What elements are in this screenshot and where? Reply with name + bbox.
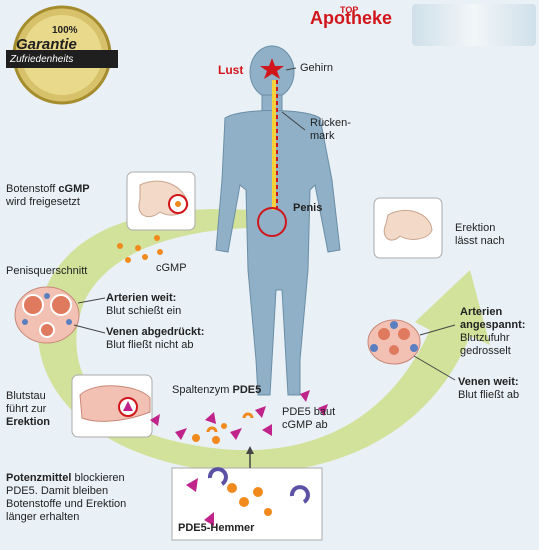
label-penisquerschnitt: Penisquerschnitt (6, 265, 88, 277)
label-botenstoff: Botenstoff cGMP (6, 183, 90, 195)
label-spaltenzym: Spaltenzym PDE5 (172, 384, 262, 396)
label-blutstau-3: Erektion (6, 416, 51, 428)
label-botenstoff-2: wird freigesetzt (6, 196, 80, 208)
label-venen-weit-text: Blut fließt ab (458, 389, 520, 401)
lust-star-icon (260, 58, 284, 79)
label-potenzmittel-1: Potenzmittel blockieren (6, 472, 125, 484)
enzyme-field (150, 390, 328, 444)
label-potenzmittel-2: PDE5. Damit bleiben (6, 485, 109, 497)
label-cgmp: cGMP (156, 262, 187, 274)
cycle-arrow (37, 209, 491, 473)
label-penis: Penis (293, 202, 323, 214)
label-blutstau-1: Blutstau (6, 390, 46, 402)
label-potenzmittel-4: länger erhalten (6, 511, 80, 523)
label-gehirn: Gehirn (300, 62, 334, 74)
release-box (126, 171, 196, 231)
cross-section-right (367, 319, 421, 365)
label-arterien-angespannt-2: angespannt: (460, 319, 526, 331)
hemmer-box (171, 467, 323, 541)
cross-section-left (14, 286, 80, 344)
label-venen-abgedrueckt: Venen abgedrückt: (106, 326, 205, 338)
label-rueckenmark-2: mark (310, 130, 335, 142)
label-erektion-2: lässt nach (455, 235, 505, 247)
label-hemmer: PDE5-Hemmer (178, 522, 255, 534)
badge-sub: Zufriedenheits (10, 54, 74, 65)
label-arterien-angespannt-1: Arterien (460, 306, 503, 318)
penis-marker (257, 207, 287, 237)
label-lust: Lust (218, 63, 244, 77)
badge-top: 100% (52, 25, 78, 36)
label-pde5-baut-2: cGMP ab (282, 419, 328, 431)
subside-box (373, 197, 443, 259)
label-venen-weit: Venen weit: (458, 376, 519, 388)
label-rueckenmark-1: Rücken- (310, 117, 351, 129)
guarantee-badge (6, 5, 118, 105)
label-erektion-1: Erektion (455, 222, 496, 234)
label-venen-abgedrueckt-text: Blut fließt nicht ab (106, 339, 194, 351)
label-potenzmittel-3: Botenstoffe und Erektion (6, 498, 127, 510)
cgmp-dots (117, 235, 163, 263)
label-pde5-baut-1: PDE5 baut (282, 406, 336, 418)
brand-name: Apotheke (310, 8, 393, 28)
staff-image (412, 4, 536, 46)
label-gedrosselt: gedrosselt (460, 345, 511, 357)
congestion-box (71, 374, 153, 438)
label-blutzufuhr: Blutzufuhr (460, 332, 510, 344)
brand-prefix: TOP (340, 5, 359, 15)
badge-main: Garantie (16, 36, 77, 53)
label-arterien-weit: Arterien weit: (106, 292, 177, 304)
label-arterien-weit-text: Blut schießt ein (106, 305, 182, 317)
label-blutstau-2: führt zur (6, 403, 47, 415)
